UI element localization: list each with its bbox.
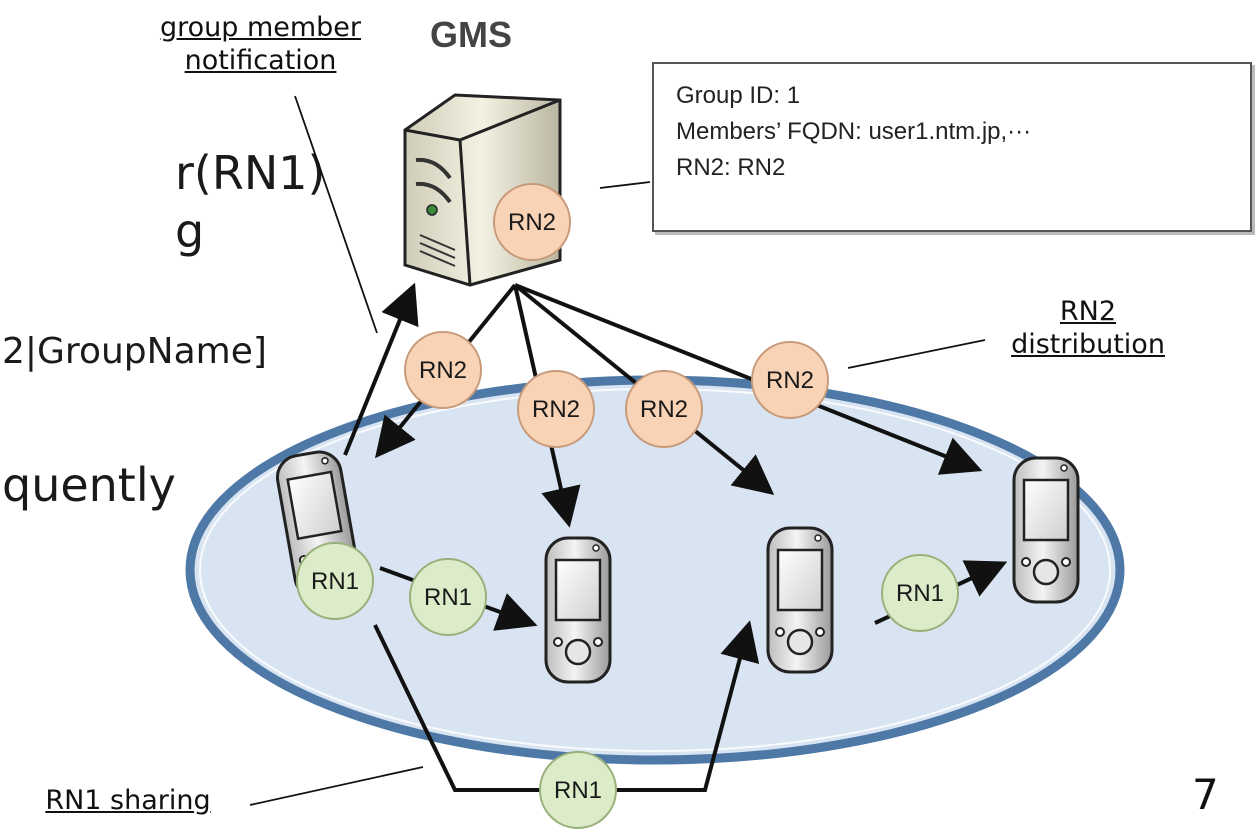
svg-text:RN1: RN1 (896, 580, 944, 607)
rn1-token-phone: RN1 (296, 542, 374, 620)
svg-text:RN2: RN2 (508, 209, 556, 236)
svg-text:RN2: RN2 (419, 357, 467, 384)
callout-line: distribution (1011, 328, 1165, 360)
callout-group-member-notification: group member notification (118, 12, 403, 78)
svg-text:RN1: RN1 (554, 777, 602, 804)
rn1-token-2: RN1 (881, 554, 959, 632)
callout-line: group member (159, 12, 362, 43)
slide-text-line-3: 2|GroupName] (2, 331, 267, 372)
info-line-group-id: Group ID: 1 (676, 82, 801, 109)
svg-text:RN2: RN2 (766, 367, 814, 394)
svg-text:RN2: RN2 (532, 396, 580, 423)
phone-icon-4 (1012, 456, 1080, 604)
info-line-rn2: RN2: RN2 (676, 154, 786, 181)
page-number: 7 (1192, 770, 1219, 819)
rn1-token-3: RN1 (539, 751, 617, 829)
slide-text-line-1: r(RN1) (175, 146, 326, 200)
slide-text-line-4: quently (2, 458, 176, 512)
svg-text:RN1: RN1 (311, 568, 359, 595)
group-info-box: Group ID: 1 Members’ FQDN: user1.ntm.jp,… (652, 62, 1252, 232)
slide-text-line-2: g (175, 204, 205, 258)
rn2-token-server: RN2 (493, 183, 571, 261)
phone-icon-3 (766, 526, 834, 674)
rn2-token-3: RN2 (625, 370, 703, 448)
rn1-token-1: RN1 (409, 558, 487, 636)
svg-text:RN1: RN1 (424, 584, 472, 611)
phone-icon-2 (544, 536, 612, 684)
callout-line: notification (184, 44, 337, 76)
svg-text:RN2: RN2 (640, 396, 688, 423)
callout-line: RN2 (1059, 296, 1117, 327)
info-line-members: Members’ FQDN: user1.ntm.jp,··· (676, 118, 1032, 145)
rn2-token-1: RN2 (404, 331, 482, 409)
rn2-token-4: RN2 (751, 341, 829, 419)
callout-rn1-sharing: RN1 sharing (45, 785, 211, 816)
gms-label: GMS (430, 14, 513, 55)
rn2-token-2: RN2 (517, 370, 595, 448)
callout-rn2-distribution: RN2 distribution (968, 296, 1208, 362)
